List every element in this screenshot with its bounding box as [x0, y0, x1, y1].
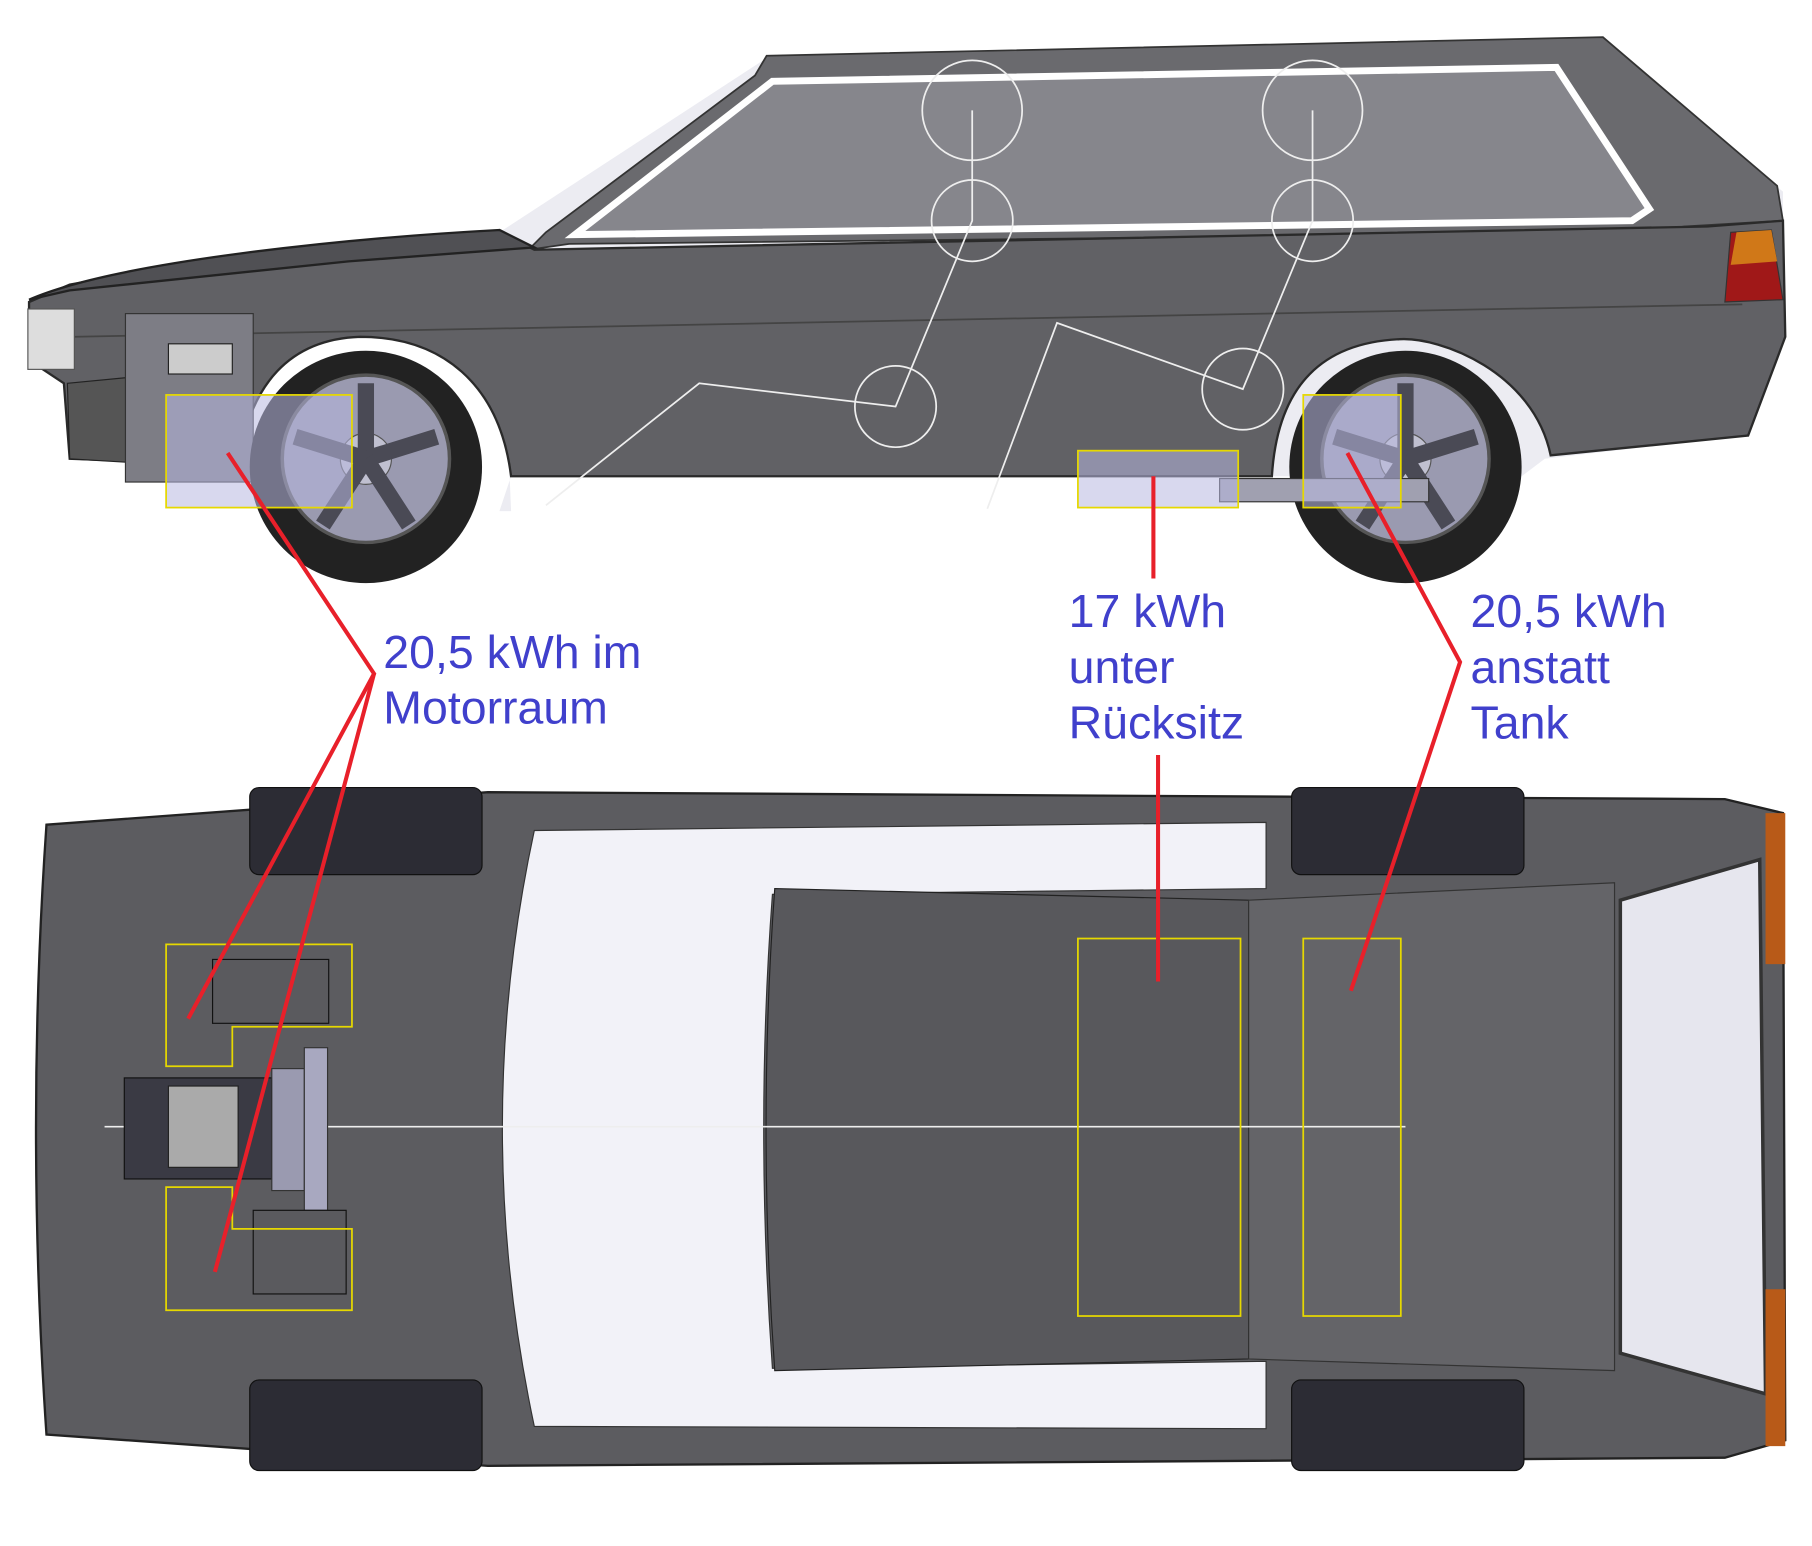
battery-rear-side	[1302, 394, 1402, 509]
leader-front-lower	[212, 673, 376, 1273]
battery-front-top-lower	[165, 1186, 353, 1312]
motor-assembly	[123, 958, 347, 1295]
tail-light-amber	[1730, 229, 1778, 265]
label-middle-line2: unter	[1069, 641, 1175, 693]
side-battery-boxes	[165, 394, 1402, 509]
battery-front-top-upper	[165, 943, 353, 1068]
label-rear-line2: anstatt	[1471, 641, 1611, 693]
top-wheels	[249, 786, 1525, 1472]
battery-rear-top	[1302, 937, 1402, 1317]
top-roof	[765, 887, 1250, 1372]
front-bumper	[66, 376, 129, 463]
side-beltline	[69, 303, 1743, 338]
occupant-figures	[545, 59, 1364, 510]
top-windshield	[501, 821, 1267, 1430]
leader-rear	[1345, 452, 1463, 992]
top-rear-section	[1248, 882, 1616, 1372]
side-window	[564, 63, 1655, 239]
label-middle-line1: 17 kWh	[1069, 585, 1226, 637]
label-middle-line3: Rücksitz	[1069, 697, 1245, 749]
top-rear-window	[1618, 857, 1768, 1397]
battery-middle-side	[1077, 449, 1240, 509]
rear-lights-top	[1765, 813, 1786, 1447]
label-rear-line1: 20,5 kWh	[1471, 585, 1667, 637]
headlight	[27, 308, 75, 370]
battery-front-side	[165, 394, 353, 509]
side-view	[27, 36, 1787, 584]
top-view	[34, 786, 1787, 1472]
side-hood	[28, 228, 539, 301]
leader-lines	[186, 451, 1463, 1273]
label-front-line1: 20,5 kWh im	[383, 626, 641, 678]
side-body	[27, 219, 1787, 478]
label-rear-line3: Tank	[1471, 697, 1570, 749]
label-front-line2: Motorraum	[383, 682, 608, 734]
controller-box	[167, 343, 233, 375]
